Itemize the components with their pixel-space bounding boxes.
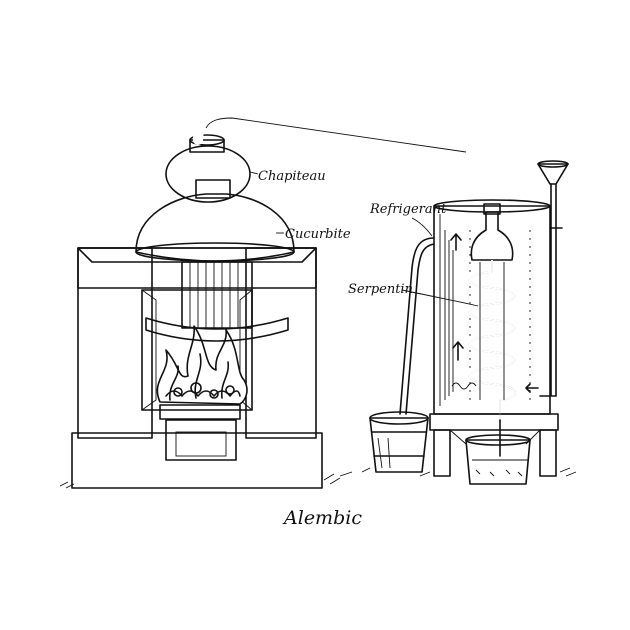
cooling-tank	[433, 199, 551, 415]
swan-neck-pipe	[193, 106, 503, 213]
furnace-top-face	[77, 247, 317, 263]
furnace-base	[71, 432, 323, 489]
label-serpentin: Serpentin	[348, 282, 413, 297]
tank-body	[433, 205, 551, 415]
fire-grate	[159, 404, 241, 420]
ground-shadow	[59, 467, 577, 489]
condenser-flask	[470, 211, 514, 261]
serpentin-coil	[468, 259, 517, 421]
ash-pit	[165, 419, 237, 461]
tank-stand	[429, 413, 559, 477]
chapiteau-head	[165, 134, 251, 203]
cucurbite-dome	[135, 193, 295, 262]
fire-flames	[156, 325, 248, 405]
flow-arrow-in	[525, 383, 539, 393]
label-cucurbite: Cucurbite	[285, 227, 351, 242]
furnace-top-left	[77, 247, 317, 289]
furnace-body-right	[245, 247, 317, 439]
furnace-body-left	[77, 247, 153, 439]
diagram-title: Alembic	[282, 507, 362, 529]
flow-arrow-up-2	[452, 341, 464, 361]
pot-bottom-ring	[145, 317, 289, 342]
overflow-pipe	[399, 237, 435, 415]
brick-furnace	[71, 247, 323, 489]
receiving-jar	[465, 419, 531, 485]
label-leaders	[249, 171, 479, 307]
label-chapiteau: Chapiteau	[258, 169, 326, 184]
water-funnel	[537, 160, 569, 397]
pot-cylinder	[181, 261, 253, 329]
opening-shadow	[141, 289, 157, 411]
still-pot	[135, 179, 295, 342]
dome-neck	[195, 179, 231, 199]
water-bucket	[369, 411, 429, 473]
label-refrigerant: Refrigerant	[369, 202, 447, 217]
flow-arrow-up	[450, 233, 462, 251]
